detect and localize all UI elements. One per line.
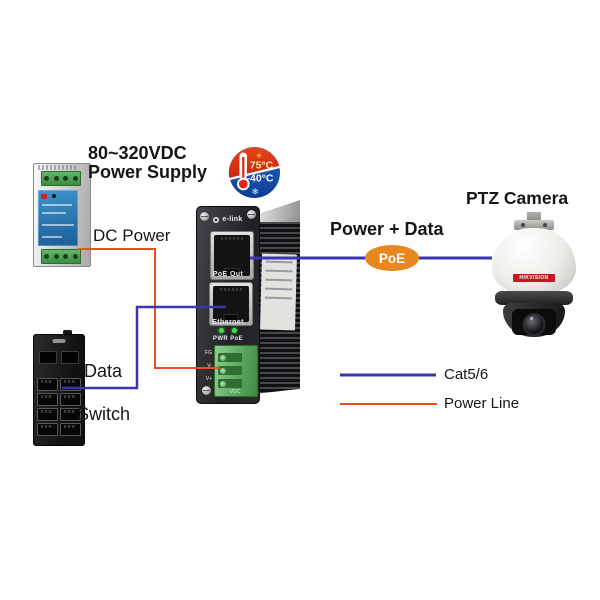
poe-bubble-label: PoE (379, 251, 405, 266)
power-supply-device (33, 163, 91, 267)
switch-label: Switch (77, 404, 131, 424)
rj45-port (37, 423, 58, 436)
poe-led (232, 328, 237, 333)
camera-lens-icon (522, 313, 546, 336)
camera-mount-bracket (514, 220, 554, 230)
poe-injector-device: e-link PoE Out Ethernet PWR PoE FG V- (196, 198, 302, 404)
ptz-camera-label: PTZ Camera (466, 188, 569, 208)
injector-brand: e-link (197, 216, 259, 223)
gear-icon (213, 216, 220, 223)
power-supply-input-terminal (41, 171, 81, 186)
terminal-label-vplus: V+ (205, 376, 212, 382)
screw-icon (247, 210, 256, 219)
power-supply-vents (38, 165, 76, 170)
injector-side-label (260, 253, 297, 331)
legend-cat5-label: Cat5/6 (444, 366, 489, 383)
led-label: PWR PoE (212, 336, 244, 342)
sun-icon: ☀ (255, 152, 262, 161)
rj45-port (60, 378, 81, 391)
power-supply-adjust-knob (41, 193, 75, 199)
switch-uplink-slots (33, 351, 85, 364)
poe-bubble (365, 245, 419, 271)
camera-brand-badge: HIKVISION (513, 274, 555, 282)
high-temp-label: 75°C (250, 160, 274, 172)
terminal-label-vminus: V- (207, 363, 212, 369)
poe-out-port-label: PoE Out (212, 271, 244, 278)
rj45-port (37, 393, 58, 406)
power-supply-label-line1: 80~320VDC (88, 143, 187, 163)
power-supply-front-panel (38, 190, 78, 246)
dc-power-label: DC Power (93, 226, 171, 245)
rj45-port (37, 408, 58, 421)
legend-power-line-label: Power Line (444, 395, 520, 412)
power-supply-label-line2: Power Supply (88, 162, 208, 182)
switch-port-grid (37, 378, 81, 436)
ptz-camera-device: HIKVISION (489, 212, 579, 337)
camera-dome (492, 228, 576, 294)
terminal-unit-label: VDC (229, 389, 241, 395)
rj45-port (60, 423, 81, 436)
switch-device (33, 330, 85, 446)
rj45-port (60, 408, 81, 421)
screw-icon (200, 212, 209, 221)
camera-mount-stub (527, 212, 541, 221)
rj45-port (60, 393, 81, 406)
low-temp-label: -40°C (247, 173, 274, 185)
pwr-led (219, 328, 224, 333)
injector-brand-text: e-link (222, 216, 243, 223)
injector-front-panel: e-link PoE Out Ethernet PWR PoE FG V- (196, 206, 260, 404)
terminal-label-fg: FG (205, 350, 212, 356)
badge-divider (229, 165, 280, 181)
snowflake-icon: ❄ (251, 188, 258, 198)
status-leds (197, 328, 259, 333)
data-label: Data (84, 361, 123, 381)
power-supply-output-terminal (41, 249, 81, 264)
temperature-badge: ☀ 75°C -40°C ❄ (228, 147, 280, 198)
rj45-port (37, 378, 58, 391)
camera-ring (495, 291, 573, 305)
power-plus-data-label: Power + Data (330, 219, 444, 239)
ethernet-port-label: Ethernet (212, 319, 244, 326)
switch-logo (52, 339, 66, 343)
screw-icon (202, 386, 211, 395)
lens-glint (530, 317, 534, 320)
power-supply-label: 80~320VDC Power Supply (88, 144, 207, 182)
